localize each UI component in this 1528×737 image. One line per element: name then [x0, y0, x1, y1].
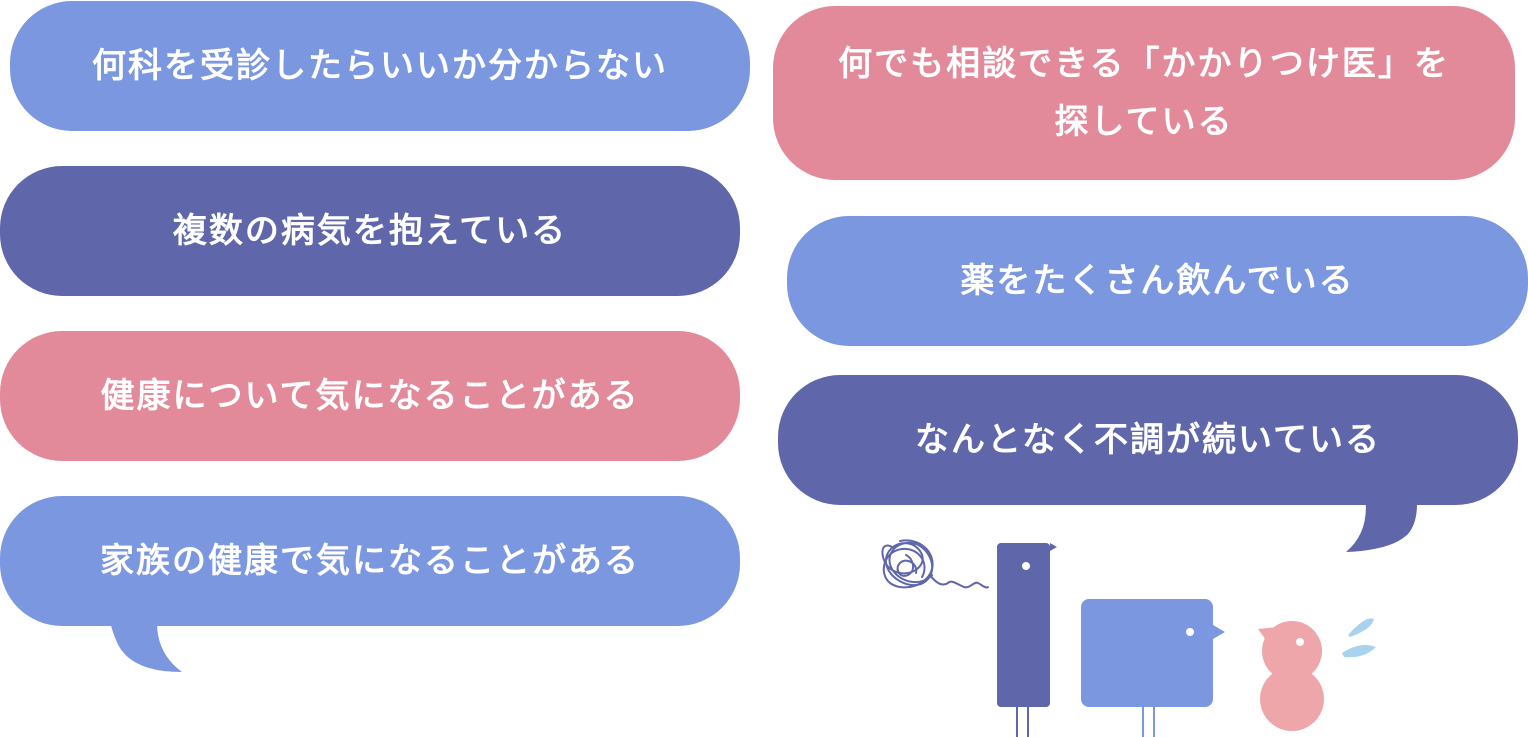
- scribble-icon: [881, 539, 989, 589]
- concern-bubble-multiple-illnesses: 複数の病気を抱えている: [0, 166, 740, 296]
- concern-bubble-family-doctor: 何でも相談できる「かかりつけ医」を 探している: [773, 6, 1515, 180]
- sweat-drops-icon: [1342, 618, 1376, 658]
- concern-bubble-family-health: 家族の健康で気になることがある: [0, 496, 740, 626]
- concern-text: 何科を受診したらいいか分からない: [92, 46, 668, 86]
- concern-text: 何でも相談できる「かかりつけ医」を 探している: [838, 44, 1450, 142]
- square-bird-icon: [1081, 599, 1225, 737]
- concern-bubble-which-department: 何科を受診したらいいか分からない: [10, 1, 750, 131]
- concern-bubble-ongoing-discomfort: なんとなく不調が続いている: [778, 375, 1518, 505]
- concern-text: 薬をたくさん飲んでいる: [960, 261, 1355, 301]
- speech-tail-right: [1346, 490, 1417, 552]
- concern-text: なんとなく不調が続いている: [915, 420, 1381, 460]
- tall-bird-icon: [997, 543, 1057, 737]
- concern-bubble-health-worry: 健康について気になることがある: [0, 331, 740, 461]
- concern-text: 健康について気になることがある: [100, 376, 640, 416]
- concern-bubble-many-medicines: 薬をたくさん飲んでいる: [787, 216, 1528, 346]
- concern-text: 複数の病気を抱えている: [172, 211, 568, 251]
- small-pink-bird-icon: [1258, 621, 1324, 731]
- birds-illustration: [881, 539, 1376, 737]
- concern-text: 家族の健康で気になることがある: [100, 541, 640, 581]
- speech-tail-left: [108, 610, 182, 672]
